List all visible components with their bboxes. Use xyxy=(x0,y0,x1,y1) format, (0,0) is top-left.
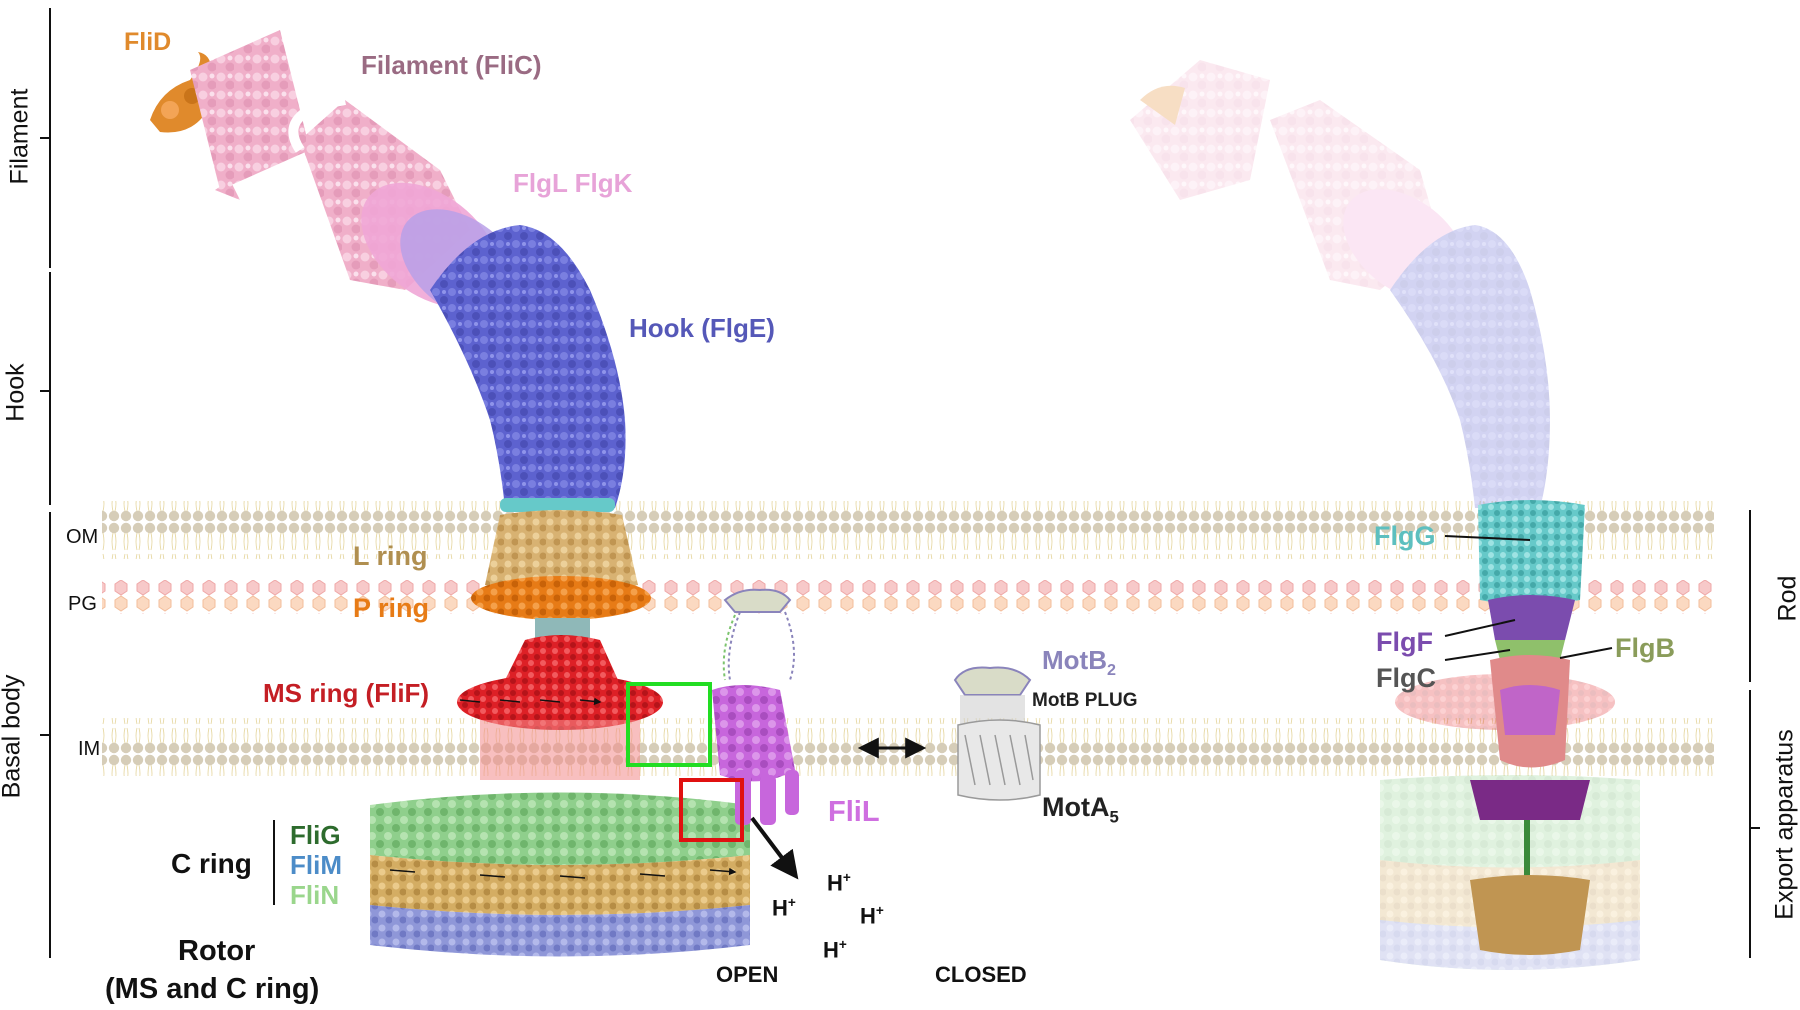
rotor-label-line1: Rotor xyxy=(178,935,256,967)
flim-label: FliM xyxy=(290,850,342,880)
om-label: OM xyxy=(66,526,99,548)
mota5-base: MotA xyxy=(1042,792,1110,822)
motb-plug-label: MotB PLUG xyxy=(1032,690,1138,711)
motb2-sub: 2 xyxy=(1106,661,1116,680)
hook-flge xyxy=(430,225,626,512)
l-ring xyxy=(485,510,638,592)
proton-label-3: H+ xyxy=(860,903,884,929)
hook-flge-label: Hook (FlgE) xyxy=(629,313,775,343)
p-ring xyxy=(471,576,651,620)
stator-open xyxy=(712,588,799,825)
flgc-label: FlgC xyxy=(1376,663,1436,693)
ms-ring-flif xyxy=(457,635,663,780)
proton-label-4: H+ xyxy=(823,937,847,963)
proton-label-1: H+ xyxy=(827,870,851,896)
right-scale-bar xyxy=(1749,510,1760,958)
flid-label: FliD xyxy=(124,28,172,56)
basal-body-side-label: Basal body xyxy=(0,674,26,799)
left-scale-bar xyxy=(40,8,51,958)
closed-state-label: CLOSED xyxy=(935,962,1027,987)
ms-ring-label: MS ring (FliF) xyxy=(263,678,430,708)
rod-and-export-apparatus xyxy=(1470,500,1590,955)
mota5-sub: 5 xyxy=(1109,807,1119,827)
c-ring-label: C ring xyxy=(171,848,252,879)
pg-label: PG xyxy=(68,593,97,615)
flig-label: FliG xyxy=(290,820,341,850)
rotor-label-line2: (MS and C ring) xyxy=(105,973,320,1005)
flgb-label: FlgB xyxy=(1615,633,1675,663)
p-ring-label: P ring xyxy=(353,593,430,623)
flgg-label: FlgG xyxy=(1374,521,1436,551)
flin-label: FliN xyxy=(290,880,340,910)
mota5-label: MotA5 xyxy=(1042,792,1119,827)
flil-label: FliL xyxy=(828,796,880,828)
closed-state-box xyxy=(679,778,744,842)
peptidoglycan-layer xyxy=(102,580,1714,614)
rod-side-label: Rod xyxy=(1773,575,1800,622)
open-state-box xyxy=(626,682,712,767)
motb2-label: MotB2 xyxy=(1042,645,1116,680)
flgl-flgk-label: FlgL FlgK xyxy=(513,168,633,198)
l-ring-label: L ring xyxy=(353,541,428,571)
open-state-label: OPEN xyxy=(716,962,779,987)
proton-label-2: H+ xyxy=(772,895,796,921)
proton-flow-arrow xyxy=(750,816,799,880)
outer-membrane xyxy=(102,501,1714,559)
export-apparatus-side-label: Export apparatus xyxy=(1770,729,1799,920)
motb2-base: MotB xyxy=(1042,645,1107,675)
im-label: IM xyxy=(78,738,101,760)
filament-flic-label: Filament (FliC) xyxy=(361,50,542,80)
hook-side-label: Hook xyxy=(1,363,30,422)
c-ring xyxy=(370,792,750,957)
stator-closed xyxy=(953,666,1041,801)
right-leader-lines xyxy=(1444,535,1613,661)
flgf-label: FlgF xyxy=(1376,627,1433,657)
filament-side-label: Filament xyxy=(5,88,34,185)
